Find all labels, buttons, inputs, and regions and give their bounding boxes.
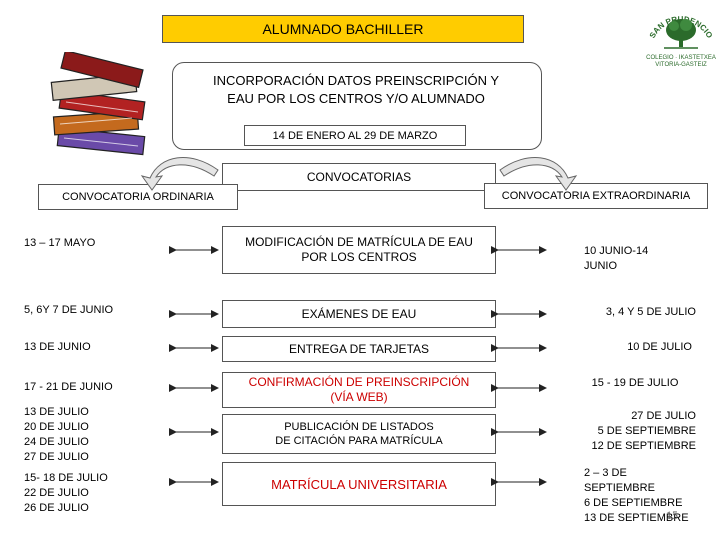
convocatorias-box: CONVOCATORIAS — [222, 163, 496, 191]
ordinaria-date-5: 13 DE JULIO 20 DE JULIO 24 DE JULIO 27 D… — [24, 406, 89, 463]
school-logo: SAN PRUDENCIO COLEGIO · IKASTETXEA VITOR… — [644, 4, 718, 68]
extraordinaria-text: CONVOCATORIA EXTRAORDINARIA — [501, 190, 691, 202]
step-text-modificacion: MODIFICACIÓN DE MATRÍCULA DE EAU POR LOS… — [245, 235, 473, 264]
step-text-matricula: MATRÍCULA UNIVERSITARIA — [271, 476, 447, 492]
extraordinaria-date-1: 10 JUNIO-14 JUNIO — [584, 245, 649, 272]
preinscription-text: INCORPORACIÓN DATOS PREINSCRIPCIÓN Y EAU… — [176, 72, 536, 108]
step-box-tarjetas: ENTREGA DE TARJETAS — [222, 336, 496, 362]
step-text-publicacion: PUBLICACIÓN DE LISTADOS DE CITACIÓN PARA… — [275, 421, 443, 447]
step-box-confirmacion: CONFIRMACIÓN DE PREINSCRIPCIÓN (VÍA WEB) — [222, 372, 496, 408]
logo-line-2: VITORIA-GASTEIZ — [655, 62, 707, 68]
extraordinaria-date-5: 27 DE JULIO 5 DE SEPTIEMBRE 12 DE SEPTIE… — [591, 410, 696, 452]
ordinaria-date-1: 13 – 17 MAYO — [24, 237, 96, 249]
preinscription-line-2: EAU POR LOS CENTROS Y/O ALUMNADO — [227, 91, 485, 106]
step-box-examenes: EXÁMENES DE EAU — [222, 300, 496, 328]
logo-line-1: COLEGIO · IKASTETXEA — [646, 55, 716, 61]
step-text-confirmacion: CONFIRMACIÓN DE PREINSCRIPCIÓN (VÍA WEB) — [248, 375, 470, 404]
step-box-publicacion: PUBLICACIÓN DE LISTADOS DE CITACIÓN PARA… — [222, 414, 496, 454]
date-range-text: 14 DE ENERO AL 29 DE MARZO — [272, 129, 438, 142]
title-box: ALUMNADO BACHILLER — [162, 15, 524, 43]
date-range-box: 14 DE ENERO AL 29 DE MARZO — [244, 125, 466, 146]
ordinaria-box: CONVOCATORIA ORDINARIA — [38, 184, 238, 210]
ordinaria-date-3: 13 DE JUNIO — [24, 341, 91, 353]
step-box-matricula: MATRÍCULA UNIVERSITARIA — [222, 462, 496, 506]
extraordinaria-box: CONVOCATORIA EXTRAORDINARIA — [484, 183, 708, 209]
step-box-modificacion: MODIFICACIÓN DE MATRÍCULA DE EAU POR LOS… — [222, 226, 496, 274]
extraordinaria-date-4: 15 - 19 DE JULIO — [591, 377, 679, 389]
extraordinaria-date-3: 10 DE JULIO — [627, 341, 692, 353]
ordinaria-date-2: 5, 6Y 7 DE JUNIO — [24, 304, 114, 316]
ordinaria-date-6: 15- 18 DE JULIO 22 DE JULIO 26 DE JULIO — [24, 472, 108, 514]
ordinaria-text: CONVOCATORIA ORDINARIA — [62, 191, 214, 203]
preinscription-line-1: INCORPORACIÓN DATOS PREINSCRIPCIÓN Y — [212, 73, 500, 88]
extraordinaria-date-2: 3, 4 Y 5 DE JULIO — [605, 306, 696, 318]
tree-emblem-icon: SAN PRUDENCIO — [648, 15, 714, 49]
extraordinaria-date-6: 2 – 3 DE SEPTIEMBRE 6 DE SEPTIEMBRE 13 D… — [584, 467, 689, 524]
ordinaria-date-4: 17 - 21 DE JUNIO — [24, 381, 113, 393]
page-number: 15 — [666, 508, 678, 522]
step-text-tarjetas: ENTREGA DE TARJETAS — [288, 341, 430, 356]
title-text: ALUMNADO BACHILLER — [262, 21, 424, 37]
convocatorias-text: CONVOCATORIAS — [306, 170, 412, 184]
books-stack-icon — [50, 52, 146, 156]
step-text-examenes: EXÁMENES DE EAU — [301, 306, 417, 321]
